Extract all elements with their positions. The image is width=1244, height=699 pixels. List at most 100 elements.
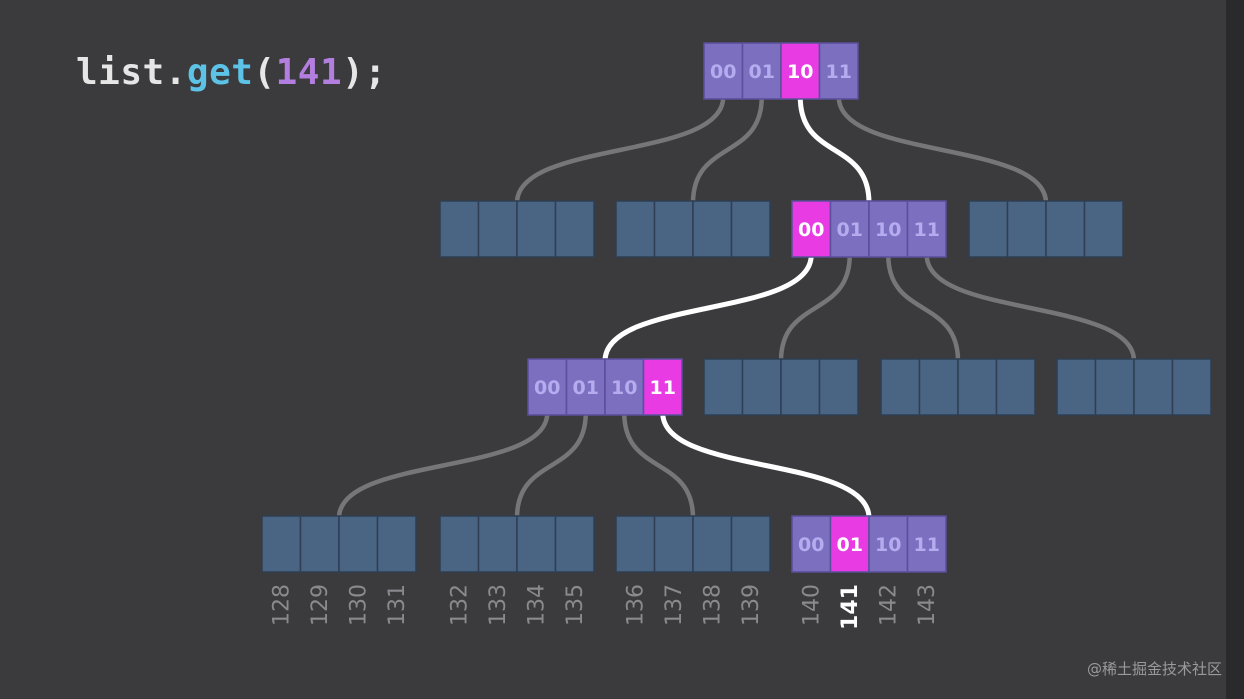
trie-cell bbox=[829, 200, 870, 258]
trie-cell bbox=[477, 515, 518, 573]
cell-label: 01 bbox=[837, 534, 863, 556]
trie-cell bbox=[642, 358, 683, 416]
leaf-label: 142 bbox=[876, 584, 901, 626]
path-edge bbox=[797, 94, 872, 206]
edges bbox=[336, 94, 1137, 521]
code-argument: 141 bbox=[275, 52, 343, 93]
path-edge bbox=[660, 410, 872, 521]
leaf-label: 134 bbox=[524, 584, 549, 626]
trie-cell bbox=[653, 515, 694, 573]
code-object: list bbox=[76, 52, 165, 93]
trie-cell bbox=[1006, 200, 1047, 258]
leaf-label: 138 bbox=[700, 584, 725, 626]
cell-label: 00 bbox=[710, 61, 736, 83]
trie-cell bbox=[516, 200, 557, 258]
leaf-label: 139 bbox=[739, 584, 764, 626]
trie-cell bbox=[868, 200, 909, 258]
trie-node-l3-1 bbox=[439, 515, 595, 573]
leaf-label: 129 bbox=[308, 584, 333, 626]
trie-cell bbox=[692, 200, 733, 258]
leaf-label: 141 bbox=[838, 584, 863, 630]
edge bbox=[336, 410, 550, 521]
edge bbox=[924, 252, 1137, 364]
trie-cell bbox=[818, 42, 859, 100]
trie-cell bbox=[439, 515, 480, 573]
watermark: @稀土掘金技术社区 bbox=[1086, 660, 1222, 678]
cell-label: 10 bbox=[875, 534, 901, 556]
trie-cell bbox=[554, 200, 595, 258]
trie-cell bbox=[906, 200, 947, 258]
edge bbox=[886, 252, 961, 364]
trie-cell bbox=[906, 515, 947, 573]
trie-cell bbox=[261, 515, 302, 573]
trie-cell bbox=[554, 515, 595, 573]
path-edge bbox=[602, 252, 814, 364]
code-close: ); bbox=[342, 52, 387, 93]
trie-cell bbox=[791, 200, 832, 258]
cell-label: 01 bbox=[749, 61, 775, 83]
trie-cell bbox=[918, 358, 959, 416]
trie-node-l1-0 bbox=[439, 200, 595, 258]
cell-label: 11 bbox=[914, 534, 940, 556]
edge bbox=[514, 94, 726, 206]
edge bbox=[514, 410, 588, 521]
leaf-label: 128 bbox=[269, 584, 294, 626]
cell-label: 11 bbox=[914, 219, 940, 241]
right-edge-bar bbox=[1226, 0, 1244, 699]
trie-cell bbox=[604, 358, 645, 416]
cell-label: 00 bbox=[798, 534, 824, 556]
cell-label: 11 bbox=[826, 61, 852, 83]
trie-cell bbox=[615, 515, 656, 573]
code-dot: . bbox=[164, 52, 187, 93]
cell-label: 00 bbox=[798, 219, 824, 241]
leaf-label: 137 bbox=[662, 584, 687, 626]
trie-cell bbox=[615, 200, 656, 258]
trie-node-l3-2 bbox=[615, 515, 771, 573]
trie-cell bbox=[818, 358, 859, 416]
trie-node-root: 00 01 10 11 bbox=[703, 42, 859, 100]
trie-cell bbox=[880, 358, 921, 416]
leaf-label: 136 bbox=[623, 584, 648, 626]
trie-cell bbox=[439, 200, 480, 258]
trie-node-l2-1 bbox=[703, 358, 859, 416]
trie-cell bbox=[1045, 200, 1086, 258]
trie-cell bbox=[968, 200, 1009, 258]
code-expression: list.get(141); bbox=[76, 52, 387, 93]
trie-node-l2-2 bbox=[880, 358, 1036, 416]
trie-cell bbox=[653, 200, 694, 258]
trie-cell bbox=[1083, 200, 1124, 258]
leaf-label: 132 bbox=[447, 584, 472, 626]
trie-node-l3-0 bbox=[261, 515, 417, 573]
trie-cell bbox=[376, 515, 417, 573]
trie-cell bbox=[741, 358, 782, 416]
trie-cell bbox=[338, 515, 379, 573]
leaf-label: 140 bbox=[799, 584, 824, 626]
edge bbox=[690, 94, 764, 206]
trie-cell bbox=[1094, 358, 1135, 416]
leaf-label: 143 bbox=[915, 584, 940, 626]
lookup-path bbox=[602, 94, 872, 521]
trie-cell bbox=[299, 515, 340, 573]
leaf-label: 133 bbox=[486, 584, 511, 626]
cell-label: 10 bbox=[875, 219, 901, 241]
trie-cell bbox=[791, 515, 832, 573]
cell-label: 10 bbox=[787, 61, 813, 83]
leaf-label: 131 bbox=[385, 584, 410, 626]
trie-cell bbox=[730, 200, 771, 258]
trie-cell bbox=[957, 358, 998, 416]
edge bbox=[836, 94, 1049, 206]
cell-label: 01 bbox=[573, 377, 599, 399]
cell-label: 01 bbox=[837, 219, 863, 241]
trie-cell bbox=[780, 42, 821, 100]
edge bbox=[778, 252, 852, 364]
trie-cell bbox=[1133, 358, 1174, 416]
trie-cell bbox=[565, 358, 606, 416]
trie-cell bbox=[1171, 358, 1212, 416]
trie-cell bbox=[741, 42, 782, 100]
trie-node-l3-3: 00 01 10 11 bbox=[791, 515, 947, 573]
trie-cell bbox=[692, 515, 733, 573]
trie-cell bbox=[516, 515, 557, 573]
